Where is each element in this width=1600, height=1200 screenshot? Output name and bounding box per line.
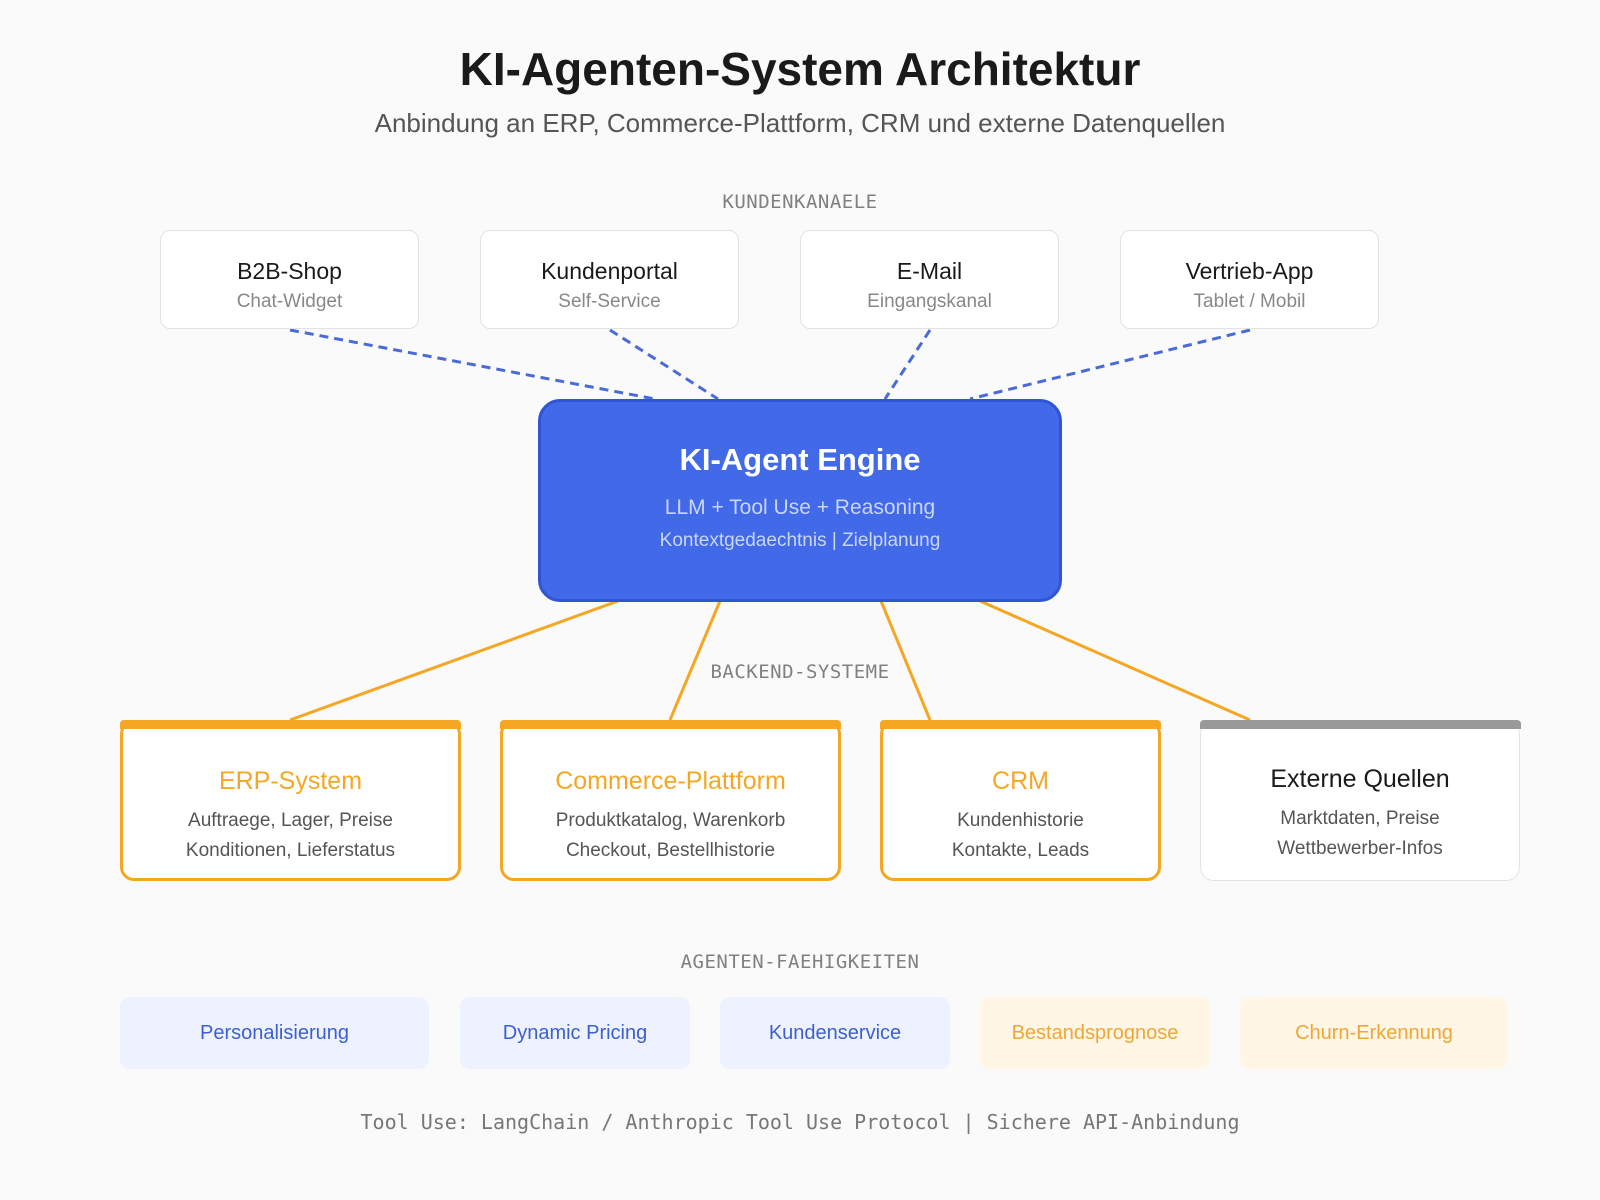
channel-connectors — [289, 328, 1251, 401]
backend-desc-line2: Wettbewerber-Infos — [1277, 838, 1443, 859]
connector-kundenportal — [609, 328, 719, 401]
capability-churn-erkennung[interactable]: Churn-Erkennung — [1240, 997, 1508, 1069]
backend-desc: Marktdaten, Preise Wettbewerber-Infos — [1201, 804, 1519, 864]
backend-name: Externe Quellen — [1270, 765, 1450, 793]
capability-bestandsprognose[interactable]: Bestandsprognose — [980, 997, 1210, 1069]
channel-email[interactable]: E-Mail Eingangskanal — [800, 230, 1059, 329]
channel-desc: Eingangskanal — [867, 291, 992, 312]
engine-features: Kontextgedaechtnis | Zielplanung — [659, 530, 941, 551]
backend-connectors — [289, 599, 1251, 722]
channel-name: Kundenportal — [541, 258, 678, 284]
backend-name: ERP-System — [218, 767, 363, 795]
footer-note: Tool Use: LangChain / Anthropic Tool Use… — [360, 1110, 1240, 1134]
section-label-channels: KUNDENKANAELE — [722, 191, 878, 213]
backend-accent-bar — [500, 720, 841, 729]
backend-externe-quellen[interactable]: Externe Quellen Marktdaten, Preise Wettb… — [1199, 719, 1521, 881]
backend-desc-line2: Kontakte, Leads — [951, 840, 1090, 861]
page-title: KI-Agenten-System Architektur — [459, 43, 1141, 95]
section-label-capabilities: AGENTEN-FAEHIGKEITEN — [680, 951, 920, 973]
backend-desc-line2: Checkout, Bestellhistorie — [565, 840, 776, 861]
connector-vertrieb-app — [969, 328, 1251, 401]
backend-accent-bar — [880, 720, 1161, 729]
channel-name: E-Mail — [896, 258, 963, 284]
backend-desc-line1: Kundenhistorie — [957, 810, 1084, 831]
engine-capabilities: LLM + Tool Use + Reasoning — [664, 496, 936, 519]
backend-name: CRM — [992, 767, 1049, 795]
connector-b2b-shop — [289, 328, 656, 401]
backend-desc-line2: Konditionen, Lieferstatus — [185, 840, 396, 861]
channel-desc: Tablet / Mobil — [1193, 291, 1306, 312]
backend-desc-line1: Marktdaten, Preise — [1280, 808, 1440, 829]
backend-desc-line1: Produktkatalog, Warenkorb — [555, 810, 786, 831]
capability-personalisierung[interactable]: Personalisierung — [120, 997, 429, 1069]
connector-email — [883, 329, 932, 400]
connector-externe-quellen — [979, 599, 1251, 722]
engine-name: KI-Agent Engine — [679, 442, 921, 477]
page-subtitle: Anbindung an ERP, Commerce-Plattform, CR… — [374, 108, 1226, 138]
channel-kundenportal[interactable]: Kundenportal Self-Service — [480, 230, 739, 329]
connector-commerce — [668, 600, 722, 721]
backend-accent-bar — [120, 720, 461, 729]
backend-erp-system[interactable]: ERP-System Auftraege, Lager, Preise Kond… — [120, 720, 461, 881]
capability-dynamic-pricing[interactable]: Dynamic Pricing — [460, 997, 690, 1069]
section-label-backend: BACKEND-SYSTEME — [710, 661, 890, 683]
backend-accent-bar — [1199, 719, 1521, 729]
backend-commerce-plattform[interactable]: Commerce-Plattform Produktkatalog, Waren… — [500, 720, 841, 881]
channel-desc: Self-Service — [558, 291, 661, 312]
backend-crm[interactable]: CRM Kundenhistorie Kontakte, Leads — [880, 720, 1161, 881]
channel-name: B2B-Shop — [237, 258, 342, 284]
backend-desc: Kundenhistorie Kontakte, Leads — [883, 806, 1158, 866]
connector-erp — [289, 599, 619, 722]
connector-crm — [879, 600, 932, 721]
ki-agent-engine[interactable]: KI-Agent Engine LLM + Tool Use + Reasoni… — [538, 399, 1062, 602]
backend-desc-line1: Auftraege, Lager, Preise — [188, 810, 393, 831]
backend-desc: Produktkatalog, Warenkorb Checkout, Best… — [503, 806, 838, 866]
backend-name: Commerce-Plattform — [555, 767, 786, 795]
backend-desc: Auftraege, Lager, Preise Konditionen, Li… — [123, 806, 458, 866]
channel-name: Vertrieb-App — [1185, 258, 1314, 284]
channel-desc: Chat-Widget — [236, 291, 343, 312]
channel-b2b-shop[interactable]: B2B-Shop Chat-Widget — [160, 230, 419, 329]
capability-kundenservice[interactable]: Kundenservice — [720, 997, 950, 1069]
channel-vertrieb-app[interactable]: Vertrieb-App Tablet / Mobil — [1120, 230, 1379, 329]
